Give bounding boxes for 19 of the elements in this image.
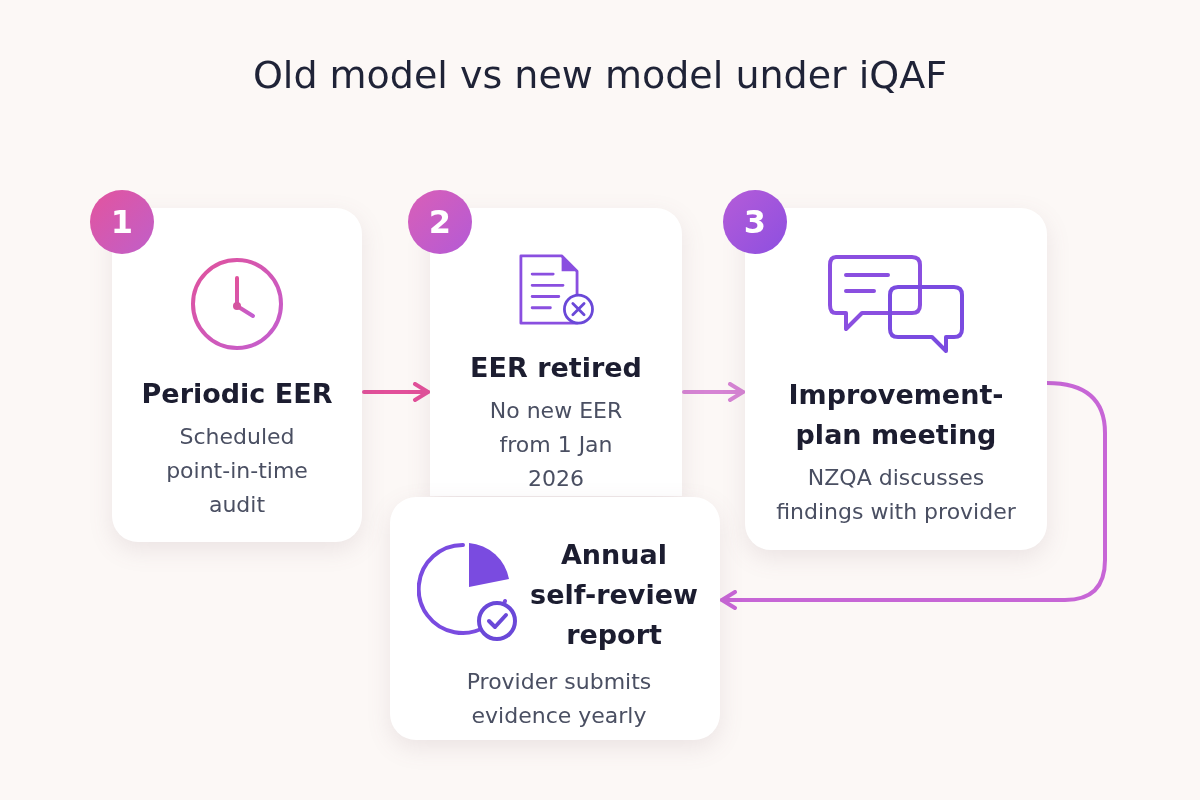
step-card: [390, 497, 720, 740]
step-heading: Improvement-plan meeting: [787, 378, 1005, 452]
step-card: [745, 208, 1047, 550]
arrow: [682, 382, 745, 402]
step-number-badge: 2: [408, 190, 472, 254]
arrow: [720, 381, 1107, 610]
arrow: [362, 382, 430, 402]
step-heading: EER retired: [470, 351, 642, 385]
step-description: No new EER from 1 Jan 2026: [488, 397, 624, 493]
step-heading: Annual self-review report: [529, 538, 699, 652]
step-description: Provider submits evidence yearly: [465, 667, 653, 730]
step-number-badge: 3: [723, 190, 787, 254]
step-heading: Periodic EER: [141, 377, 333, 411]
step-card: [112, 208, 362, 542]
title: Old model vs new model under iQAF: [251, 52, 949, 99]
step-number-badge: 1: [90, 190, 154, 254]
step-description: Scheduled point-in-time audit: [165, 423, 309, 519]
step-description: NZQA discusses findings with provider: [775, 464, 1017, 526]
step-card: [430, 208, 682, 496]
